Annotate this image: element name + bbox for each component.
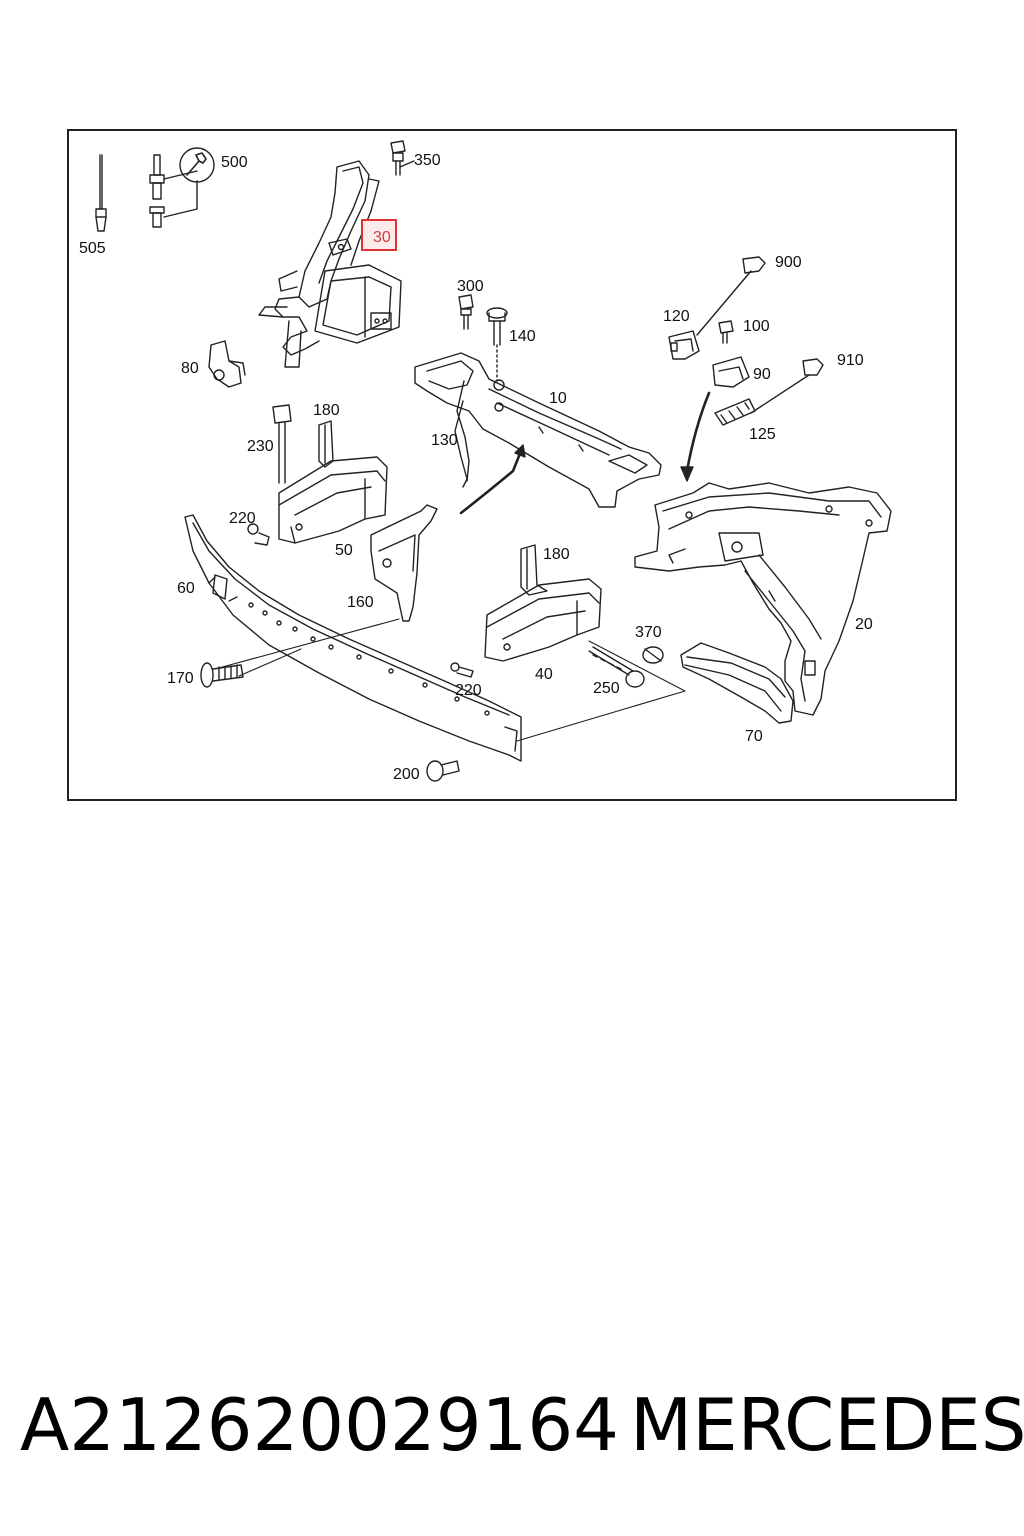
callout-60: 60 — [177, 580, 195, 597]
bracket-180-lower — [520, 544, 548, 596]
pipe-130 — [454, 400, 468, 488]
seal-125 — [714, 398, 756, 426]
callout-180-lower: 180 — [543, 546, 570, 563]
bolt-300 — [458, 294, 474, 330]
callout-120: 120 — [663, 308, 690, 325]
bolt-140 — [486, 307, 508, 382]
callout-10: 10 — [549, 390, 567, 407]
bumper-beam-60 — [184, 514, 522, 762]
callout-230: 230 — [247, 438, 274, 455]
bolt-170 — [200, 662, 244, 688]
callout-40: 40 — [535, 666, 553, 683]
bolt-200 — [426, 760, 460, 782]
callout-125: 125 — [749, 426, 776, 443]
callout-220-lower: 220 — [455, 682, 482, 699]
cross-member-10 — [414, 352, 662, 508]
wrench-icon — [179, 147, 215, 183]
callout-70: 70 — [745, 728, 763, 745]
callout-180-upper: 180 — [313, 402, 340, 419]
arrow-to-front-frame — [680, 391, 711, 482]
crash-box-50 — [278, 456, 388, 544]
front-frame-20 — [634, 482, 892, 716]
callout-900: 900 — [775, 254, 802, 271]
part-number: A212620029164 — [20, 1383, 619, 1467]
part-caption: A212620029164 MERCEDES — [20, 1380, 1024, 1470]
callout-350: 350 — [414, 152, 441, 169]
studs-500 — [149, 154, 198, 228]
brand-name: MERCEDES — [630, 1383, 1024, 1467]
callout-100: 100 — [743, 318, 770, 335]
callout-160: 160 — [347, 594, 374, 611]
callout-90: 90 — [753, 366, 771, 383]
bracket-70 — [680, 642, 794, 724]
callout-50: 50 — [335, 542, 353, 559]
callout-130: 130 — [431, 432, 458, 449]
callout-30-highlighted[interactable]: 30 — [361, 219, 397, 251]
callout-200: 200 — [393, 766, 420, 783]
arrow-to-cross-member — [459, 444, 526, 515]
callout-500: 500 — [221, 154, 248, 171]
bolt-100 — [718, 320, 734, 344]
clip-220-upper — [247, 523, 270, 546]
callout-910: 910 — [837, 352, 864, 369]
headlamp-bracket-30 — [258, 160, 402, 368]
bolt-350 — [390, 140, 415, 176]
parts-diagram-drawing — [95, 140, 892, 782]
callout-140: 140 — [509, 328, 536, 345]
callout-250: 250 — [593, 680, 620, 697]
latch-80 — [208, 340, 246, 388]
callout-220-upper: 220 — [229, 510, 256, 527]
callout-20: 20 — [855, 616, 873, 633]
clip-900 — [742, 256, 766, 274]
bolt-250 — [588, 646, 645, 688]
callout-300: 300 — [457, 278, 484, 295]
clip-910 — [802, 358, 824, 376]
parts-diagram-frame: 505 500 350 30 900 300 140 120 100 910 8… — [67, 129, 957, 801]
callout-505: 505 — [79, 240, 106, 257]
bracket-180-upper — [318, 420, 334, 468]
stud-505 — [95, 154, 107, 232]
callout-170: 170 — [167, 670, 194, 687]
callout-80: 80 — [181, 360, 199, 377]
clip-220-lower — [450, 662, 474, 678]
bolt-370 — [642, 646, 664, 664]
bracket-160 — [370, 504, 438, 622]
leader-lines — [214, 618, 686, 742]
clip-90 — [712, 356, 750, 388]
crash-box-40 — [484, 578, 602, 662]
bolt-230 — [272, 404, 292, 484]
clip-120 — [668, 330, 700, 360]
callout-370: 370 — [635, 624, 662, 641]
